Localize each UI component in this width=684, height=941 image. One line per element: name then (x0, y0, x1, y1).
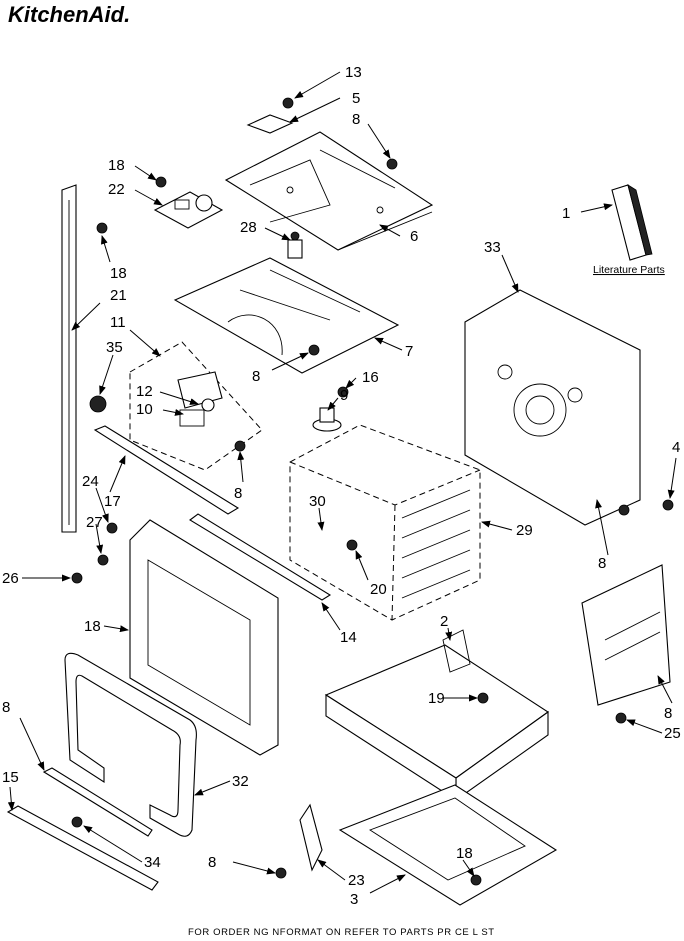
callout-13: 13 (345, 64, 362, 81)
callout-26: 8 (598, 555, 606, 572)
callout-21: 21 (110, 287, 127, 304)
callout-28: 28 (240, 219, 257, 236)
kitchenaid-logo: KitchenAid. (8, 2, 130, 27)
callout-31: 3 (350, 891, 358, 908)
callout-8: 8 (352, 111, 360, 128)
door-rail (189, 513, 332, 601)
door-trim-upper (42, 767, 153, 837)
support-bracket (299, 803, 323, 872)
callout-22: 22 (108, 181, 125, 198)
callout-6: 6 (410, 228, 418, 245)
door-frame (129, 519, 279, 756)
callout-19: 2 (440, 613, 448, 630)
callout-11: 11 (110, 314, 126, 331)
callout-8: 19 (428, 690, 445, 707)
callout-3: 23 (348, 872, 365, 889)
callout-labels: 13 5 8 18 22 1 28 6 33 18 21 11 7 35 8 1… (2, 64, 681, 908)
base-pan (338, 784, 558, 906)
left-side-rail (61, 184, 77, 533)
callout-25: 8 (664, 705, 672, 722)
rear-panel (464, 289, 641, 526)
leader-lines (7, 71, 677, 894)
top-cover-panel (224, 131, 434, 251)
callout-17: 24 (82, 473, 99, 490)
switch-part (177, 371, 223, 427)
knob-part (89, 395, 107, 413)
callout-35: 35 (106, 339, 123, 356)
right-side-panel (581, 564, 671, 706)
callout-23: 8 (208, 854, 216, 871)
callout-18: 20 (370, 581, 387, 598)
callout-20: 26 (2, 570, 19, 587)
callout-8: 25 (664, 725, 681, 742)
bake-element-part (312, 407, 342, 432)
callout-9: 9 (340, 387, 348, 404)
callout-18: 34 (144, 854, 161, 871)
callout-16: 16 (362, 369, 379, 386)
callout-8: 18 (456, 845, 473, 862)
callout-2: 14 (340, 629, 357, 646)
callout-8: 4 (672, 439, 680, 456)
callout-29: 30 (309, 493, 326, 510)
callout-33: 33 (484, 239, 501, 256)
sensor-part (287, 231, 303, 259)
callout-12: 12 (136, 383, 153, 400)
callout-4: 27 (86, 514, 103, 531)
control-assembly (153, 191, 224, 229)
literature-booklet (611, 184, 653, 261)
door-trim-lower (6, 805, 159, 891)
callout-15: 32 (232, 773, 249, 790)
screw-fasteners (71, 97, 674, 886)
oven-cavity (289, 424, 481, 621)
ordering-info-footer: FOR ORDER NG NFORMAT ON REFER TO PARTS P… (188, 927, 495, 938)
door-gasket (64, 652, 197, 837)
callout-14: 18 (84, 618, 101, 635)
callout-7: 7 (405, 343, 413, 360)
callout-10: 10 (136, 401, 153, 418)
callout-30: 17 (104, 493, 121, 510)
callout-18: 18 (108, 157, 125, 174)
literature-parts-label: Literature Parts (593, 264, 665, 276)
callout-5: 5 (352, 90, 360, 107)
control-subassembly-outline (129, 341, 263, 471)
bracket-part (246, 114, 294, 134)
bottom-tray (324, 629, 549, 802)
callout-24: 8 (234, 485, 242, 502)
callout-8: 8 (252, 368, 260, 385)
callout-1: 1 (562, 205, 570, 222)
callout-34: 15 (2, 769, 19, 786)
callout-32: 8 (2, 699, 10, 716)
lower-rail (93, 425, 240, 515)
callout-27: 29 (516, 522, 533, 539)
oven-top-panel (173, 257, 400, 374)
callout-18: 18 (110, 265, 127, 282)
